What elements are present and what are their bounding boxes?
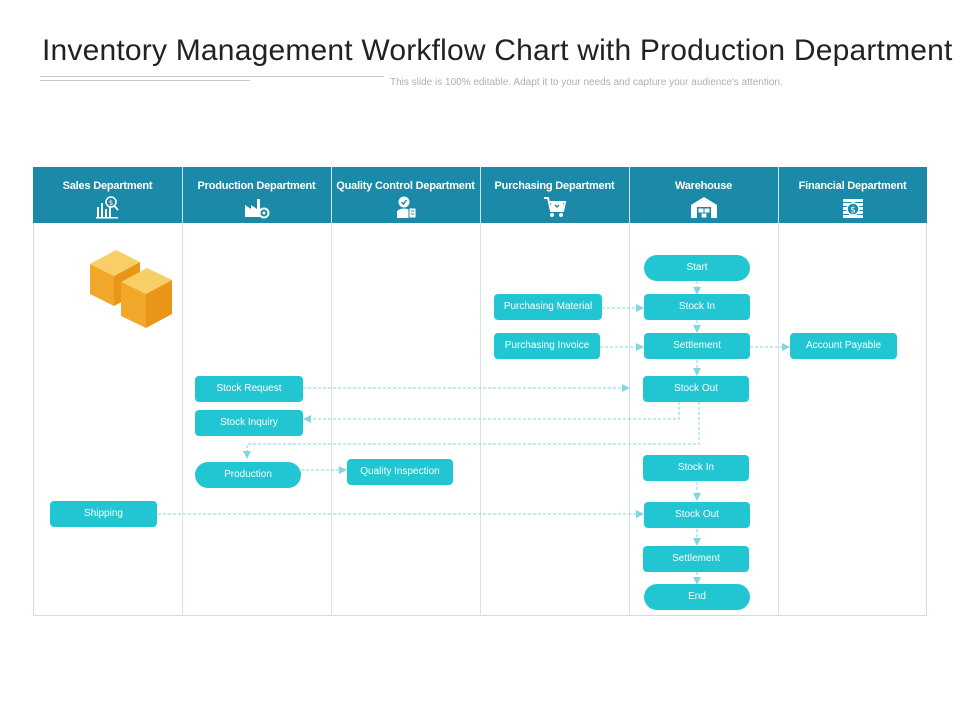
lane-header-production: Production Department <box>182 167 331 223</box>
lane-divider <box>182 167 183 616</box>
svg-text:$: $ <box>850 206 856 216</box>
lane-label-warehouse: Warehouse <box>674 180 733 192</box>
node-purchasing-invoice: Purchasing Invoice <box>494 333 600 359</box>
lane-header-quality: Quality Control Department <box>331 167 480 223</box>
node-account-payable: Account Payable <box>790 333 897 359</box>
title-underline-short <box>40 80 250 81</box>
warehouse-icon <box>690 197 717 218</box>
node-purchasing-material: Purchasing Material <box>494 294 602 320</box>
node-stock-request: Stock Request <box>195 376 303 402</box>
lane-divider <box>778 167 779 616</box>
node-stock-inquiry: Stock Inquiry <box>195 410 303 436</box>
node-settlement-2: Settlement <box>643 546 749 572</box>
sales-chart-icon: $ <box>95 196 119 219</box>
inventory-boxes-illustration <box>90 250 172 328</box>
factory-gear-icon <box>244 199 269 219</box>
svg-text:$: $ <box>108 199 112 207</box>
node-stock-in-2: Stock In <box>643 455 749 481</box>
lane-header-purchasing: Purchasing Department <box>480 167 629 223</box>
title-underline <box>40 76 384 77</box>
lane-header-sales: Sales Department $ <box>33 167 182 223</box>
shopping-cart-icon <box>543 197 566 217</box>
node-shipping: Shipping <box>50 501 157 527</box>
lane-header-warehouse: Warehouse <box>629 167 778 223</box>
node-stock-out-2: Stock Out <box>644 502 750 528</box>
lane-label-quality: Quality Control Department <box>336 180 475 192</box>
node-start: Start <box>644 255 750 281</box>
lane-header-financial: Financial Department $ <box>778 167 927 223</box>
node-end: End <box>644 584 750 610</box>
money-stack-icon: $ <box>842 199 863 218</box>
page-title: Inventory Management Workflow Chart with… <box>42 34 953 67</box>
lane-label-production: Production Department <box>197 180 316 192</box>
lane-label-financial: Financial Department <box>798 180 907 192</box>
node-quality-inspection: Quality Inspection <box>347 459 453 485</box>
lane-divider <box>629 167 630 616</box>
lane-label-purchasing: Purchasing Department <box>494 180 615 192</box>
lane-label-sales: Sales Department <box>62 180 153 192</box>
page-subtitle: This slide is 100% editable. Adapt it to… <box>390 77 783 88</box>
lane-divider <box>480 167 481 616</box>
node-stock-out: Stock Out <box>643 376 749 402</box>
node-settlement: Settlement <box>644 333 750 359</box>
lane-divider <box>331 167 332 616</box>
node-production: Production <box>195 462 301 488</box>
quality-badge-icon <box>396 196 416 219</box>
node-stock-in: Stock In <box>644 294 750 320</box>
